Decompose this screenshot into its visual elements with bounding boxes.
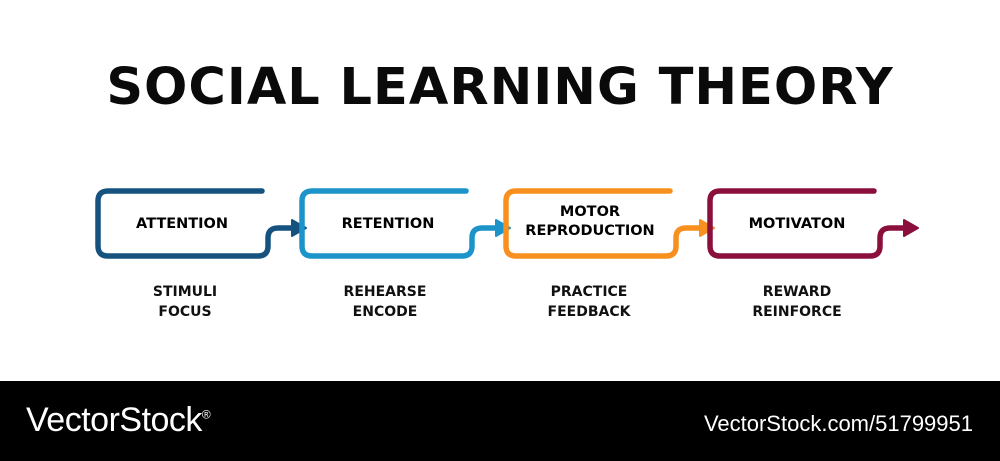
step-1-connector (95, 188, 307, 259)
step-2-connector (299, 188, 511, 259)
vectorstock-logo: VectorStock® (26, 401, 211, 439)
connector-line (299, 188, 499, 259)
footer-bar: VectorStock® VectorStock.com/51799951 (0, 381, 1000, 461)
connector-line (95, 188, 295, 259)
image-url: VectorStock.com/51799951 (703, 411, 973, 436)
step-retention-label: RETENTION (341, 216, 435, 232)
step-motivation-label: MOTIVATON (748, 216, 846, 232)
step-retention-details: REHEARSE ENCODE (343, 284, 427, 320)
arrow-head-icon (903, 219, 919, 237)
step-attention-details: STIMULI FOCUS (152, 284, 218, 320)
step-motor-reproduction-details: PRACTICE FEEDBACK (547, 284, 631, 320)
page-title: SOCIAL LEARNING THEORY (106, 58, 894, 117)
step-3-connector (503, 188, 715, 259)
connector-line (707, 188, 907, 259)
arrow-head-icon (699, 219, 715, 237)
process-connectors (95, 188, 919, 259)
step-4-connector (707, 188, 919, 259)
connector-line (503, 188, 703, 259)
step-motivation-details: REWARD REINFORCE (752, 284, 842, 320)
process-diagram: ATTENTION RETENTION MOTOR REPRODUCTION M… (0, 170, 1000, 340)
arrow-head-icon (495, 219, 511, 237)
step-motor-reproduction-label: MOTOR REPRODUCTION (525, 204, 655, 239)
step-attention-label: ATTENTION (136, 216, 228, 232)
arrow-head-icon (291, 219, 307, 237)
